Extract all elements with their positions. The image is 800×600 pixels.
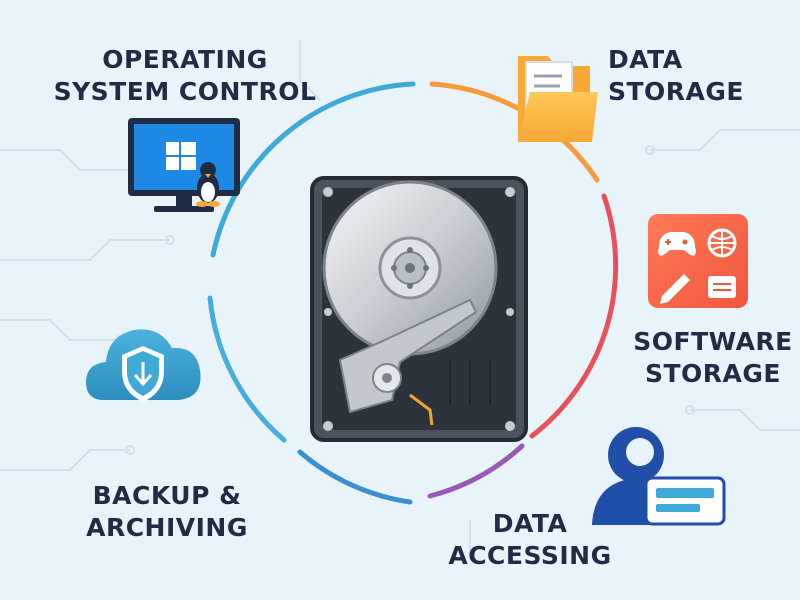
label-software-storage: SOFTWARE STORAGE: [628, 326, 798, 390]
cloud-shield-icon: [86, 329, 201, 402]
label-os-line1: OPERATING: [102, 45, 268, 74]
hard-disk-drive-icon: [310, 176, 528, 442]
label-accessing-line1: DATA: [492, 509, 568, 538]
label-backup-line2: ARCHIVING: [86, 513, 248, 542]
label-data-storage: DATA STORAGE: [608, 44, 778, 108]
label-storage-line2: STORAGE: [608, 77, 745, 106]
label-backup-archiving: BACKUP & ARCHIVING: [62, 480, 272, 544]
ring-arc-red: [529, 193, 619, 439]
label-software-line1: SOFTWARE: [633, 327, 793, 356]
ring-arc-blue-top: [210, 81, 416, 258]
label-data-accessing: DATA ACCESSING: [420, 508, 640, 572]
label-operating-system-control: OPERATING SYSTEM CONTROL: [40, 44, 330, 108]
label-accessing-line2: ACCESSING: [448, 541, 612, 570]
label-software-line2: STORAGE: [644, 359, 781, 388]
ring-arc-blue-left: [207, 295, 287, 443]
label-os-line2: SYSTEM CONTROL: [53, 77, 317, 106]
apps-tile-icon: [648, 214, 748, 308]
ring-arc-purple: [427, 443, 525, 499]
label-backup-line1: BACKUP &: [92, 481, 242, 510]
monitor-with-windows-and-linux-icon: [128, 118, 240, 212]
ring-arc-blue-bottom: [297, 449, 413, 505]
cycle-ring: [207, 81, 619, 505]
label-storage-line1: DATA: [608, 45, 683, 74]
folder-with-document-icon: [518, 56, 598, 142]
user-with-id-card-icon: [592, 427, 726, 526]
